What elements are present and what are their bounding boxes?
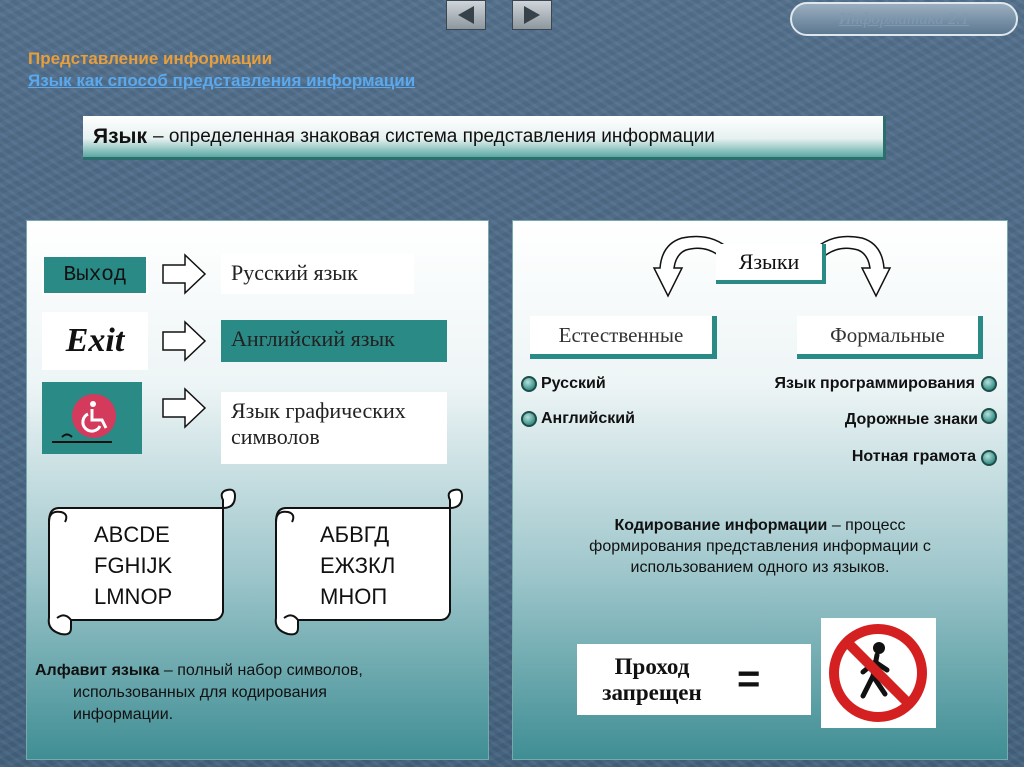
exit-sign-en: Exit bbox=[42, 312, 148, 370]
alphabet-line: информации. bbox=[73, 706, 174, 723]
triangle-left-icon bbox=[458, 6, 474, 24]
triangle-right-icon bbox=[524, 6, 540, 24]
back-button[interactable] bbox=[446, 0, 486, 30]
scroll-latin-text: ABCDE FGHIJK LMNOP bbox=[94, 519, 172, 612]
scroll-line: LMNOP bbox=[94, 584, 173, 609]
forward-button[interactable] bbox=[512, 0, 552, 30]
wheelchair-sign bbox=[42, 382, 142, 454]
no-entry-line: Проход bbox=[614, 653, 690, 679]
no-entry-line: запрещен bbox=[602, 679, 702, 705]
language-graphic: Язык графических символов bbox=[221, 392, 447, 464]
language-russian: Русский язык bbox=[221, 254, 414, 294]
natural-item: Русский bbox=[541, 375, 606, 392]
curved-arrow-left-icon bbox=[652, 235, 732, 298]
section-title: Представление информации bbox=[28, 49, 273, 68]
scroll-line: ABCDE bbox=[94, 522, 170, 547]
coding-line: формирования представления информации с bbox=[589, 538, 931, 555]
scroll-line: МНОП bbox=[320, 584, 388, 609]
languages-root: Языки bbox=[716, 244, 826, 284]
formal-item: Нотная грамота bbox=[851, 448, 976, 465]
curved-arrow-right-icon bbox=[812, 235, 892, 298]
left-panel bbox=[26, 220, 489, 760]
no-entry-text-box: Проход запрещен = bbox=[577, 644, 811, 715]
bullet-icon bbox=[981, 408, 997, 424]
arrow-right-icon bbox=[162, 320, 207, 362]
alphabet-term: Алфавит языка bbox=[35, 662, 160, 679]
course-badge-link[interactable]: Информатика 2.1 bbox=[790, 2, 1018, 36]
scroll-latin-icon bbox=[47, 488, 237, 636]
wheelchair-icon bbox=[52, 394, 116, 443]
arrow-right-icon bbox=[162, 387, 207, 429]
exit-sign-ru: Выход bbox=[42, 255, 148, 295]
scroll-line: АБВГД bbox=[320, 522, 390, 547]
formal-item: Дорожные знаки bbox=[844, 411, 978, 428]
bullet-icon bbox=[521, 376, 537, 392]
no-pedestrian-icon bbox=[829, 624, 927, 722]
alphabet-line: – полный набор символов, bbox=[159, 662, 363, 679]
natural-item: Английский bbox=[541, 410, 635, 427]
definition-term: Язык bbox=[93, 124, 147, 148]
definition-band: Язык – определенная знаковая система пре… bbox=[83, 116, 886, 160]
equals-sign: = bbox=[737, 657, 761, 701]
formal-languages-box: Формальные bbox=[797, 316, 983, 359]
scroll-line: ЕЖЗКЛ bbox=[320, 553, 396, 578]
coding-term: Кодирование информации bbox=[614, 517, 828, 534]
coding-line: использованием одного из языков. bbox=[630, 559, 890, 576]
bullet-icon bbox=[981, 450, 997, 466]
scroll-line: FGHIJK bbox=[94, 553, 173, 578]
language-english: Английский язык bbox=[221, 320, 447, 362]
formal-item: Язык программирования bbox=[774, 375, 975, 392]
scroll-cyrillic-icon bbox=[274, 488, 464, 636]
arrow-right-icon bbox=[162, 253, 207, 295]
bullet-icon bbox=[981, 376, 997, 392]
no-entry-text: Проход запрещен bbox=[577, 654, 727, 706]
no-pedestrian-sign bbox=[821, 618, 936, 728]
definition-text: – определенная знаковая система представ… bbox=[152, 125, 715, 147]
scroll-cyrillic-text: АБВГД ЕЖЗКЛ МНОП bbox=[320, 519, 395, 612]
coding-line: – процесс bbox=[827, 517, 906, 534]
subtitle-link[interactable]: Язык как способ представления информации bbox=[28, 71, 416, 90]
alphabet-line: использованных для кодирования bbox=[73, 684, 327, 701]
exit-sign-ru-label: Выход bbox=[63, 263, 127, 287]
coding-definition: Кодирование информации – процесс формиро… bbox=[530, 515, 990, 578]
bullet-icon bbox=[521, 411, 537, 427]
natural-languages-box: Естественные bbox=[530, 316, 717, 359]
exit-sign-en-label: Exit bbox=[65, 322, 125, 359]
alphabet-definition: Алфавит языка – полный набор символов, и… bbox=[35, 660, 475, 726]
